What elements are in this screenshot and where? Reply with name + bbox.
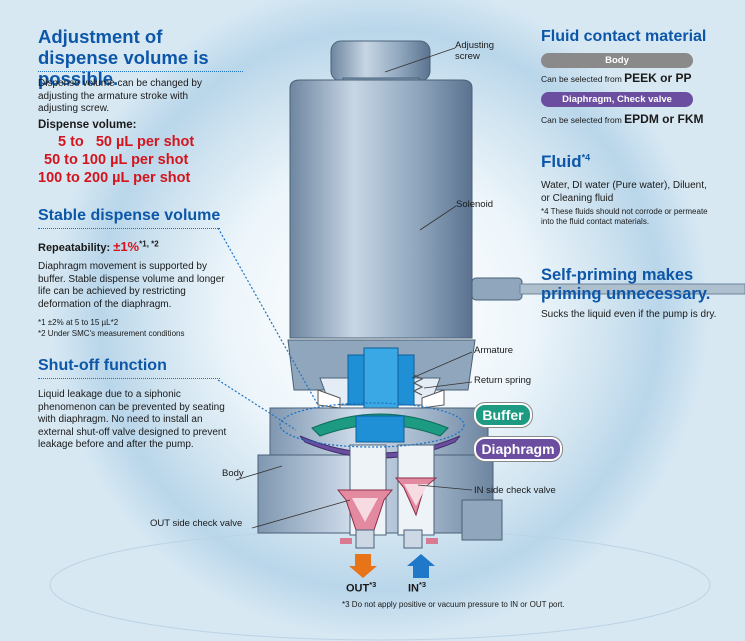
body-material-value: PEEK or PP [624, 71, 692, 85]
label-adjusting-screw: Adjusting screw [455, 40, 495, 62]
fluid-title-text: Fluid [541, 152, 582, 171]
adjusting-screw-shape [330, 40, 431, 82]
stable-note-2: *2 Under SMC's measurement conditions [38, 329, 185, 338]
diaphragm-material-value: EPDM or FKM [624, 112, 704, 126]
fluid-body: Water, DI water (Pure water), Diluent, o… [541, 180, 707, 204]
label-out-check-valve: OUT side check valve [150, 518, 243, 529]
repeatability-line: Repeatability: ±1%*1, *2 [38, 239, 159, 254]
selfpriming-body: Sucks the liquid even if the pump is dry… [541, 309, 717, 320]
adjust-title: Adjustment of dispense volume is possibl… [38, 26, 209, 89]
body-material-prefix: Can be selected from [541, 74, 625, 84]
stable-title: Stable dispense volume [38, 207, 221, 224]
shutoff-title: Shut-off function [38, 357, 167, 374]
out-arrow-icon [349, 554, 377, 578]
stable-body: Diaphragm movement is supported by buffe… [38, 261, 225, 310]
fluid-title: Fluid*4 [541, 152, 590, 172]
label-armature: Armature [474, 345, 514, 356]
selfpriming-title: Self-priming makes priming unnecessary. [541, 266, 711, 303]
label-return-spring: Return spring [474, 375, 532, 386]
volume-3: 100 to 200 µL per shot [38, 170, 191, 186]
diaphragm-material-line: Can be selected from EPDM or FKM [541, 112, 704, 126]
base-ellipse [49, 529, 711, 641]
stable-note-1: *1 ±2% at 5 to 15 µL*2 [38, 318, 119, 327]
solenoid-shape [289, 79, 473, 339]
repeatability-note: *1, *2 [139, 239, 159, 249]
fluid-title-sup: *4 [581, 152, 591, 163]
diaphragm-pill: Diaphragm, Check valve [541, 92, 693, 107]
volume-2: 50 to 100 µL per shot [44, 152, 189, 168]
adjust-body: Dispense volume can be changed by adjust… [38, 78, 202, 114]
in-port-label: IN*3 [408, 580, 426, 595]
label-in-check-valve: IN side check valve [474, 485, 556, 496]
fluid-contact-title: Fluid contact material [541, 28, 707, 45]
out-port-label: OUT*3 [346, 580, 376, 595]
repeatability-value: ±1% [113, 239, 140, 254]
in-arrow-icon [407, 554, 435, 578]
diaphragm-material-prefix: Can be selected from [541, 115, 625, 125]
in-label-sup: *3 [419, 580, 427, 589]
label-body: Body [222, 468, 244, 479]
out-label-sup: *3 [369, 580, 377, 589]
volume-1: 5 to 50 µL per shot [58, 134, 195, 150]
diaphragm-highlight [279, 402, 465, 448]
body-pill: Body [541, 53, 693, 68]
port-footnote: *3 Do not apply positive or vacuum press… [342, 600, 565, 609]
in-label-text: IN [408, 582, 419, 595]
label-solenoid: Solenoid [456, 199, 493, 210]
adjust-title-rule [38, 71, 243, 72]
shutoff-body: Liquid leakage due to a siphonic phenome… [38, 389, 227, 450]
diaphragm-tag: Diaphragm [474, 437, 562, 461]
shutoff-title-rule [38, 378, 220, 379]
fluid-note: *4 These fluids should not corrode or pe… [541, 207, 708, 226]
body-material-line: Can be selected from PEEK or PP [541, 71, 692, 85]
out-label-text: OUT [346, 582, 370, 595]
buffer-tag: Buffer [474, 403, 532, 427]
repeatability-label: Repeatability: [38, 242, 114, 254]
stable-title-rule [38, 228, 220, 229]
dispense-volume-label: Dispense volume: [38, 119, 137, 131]
